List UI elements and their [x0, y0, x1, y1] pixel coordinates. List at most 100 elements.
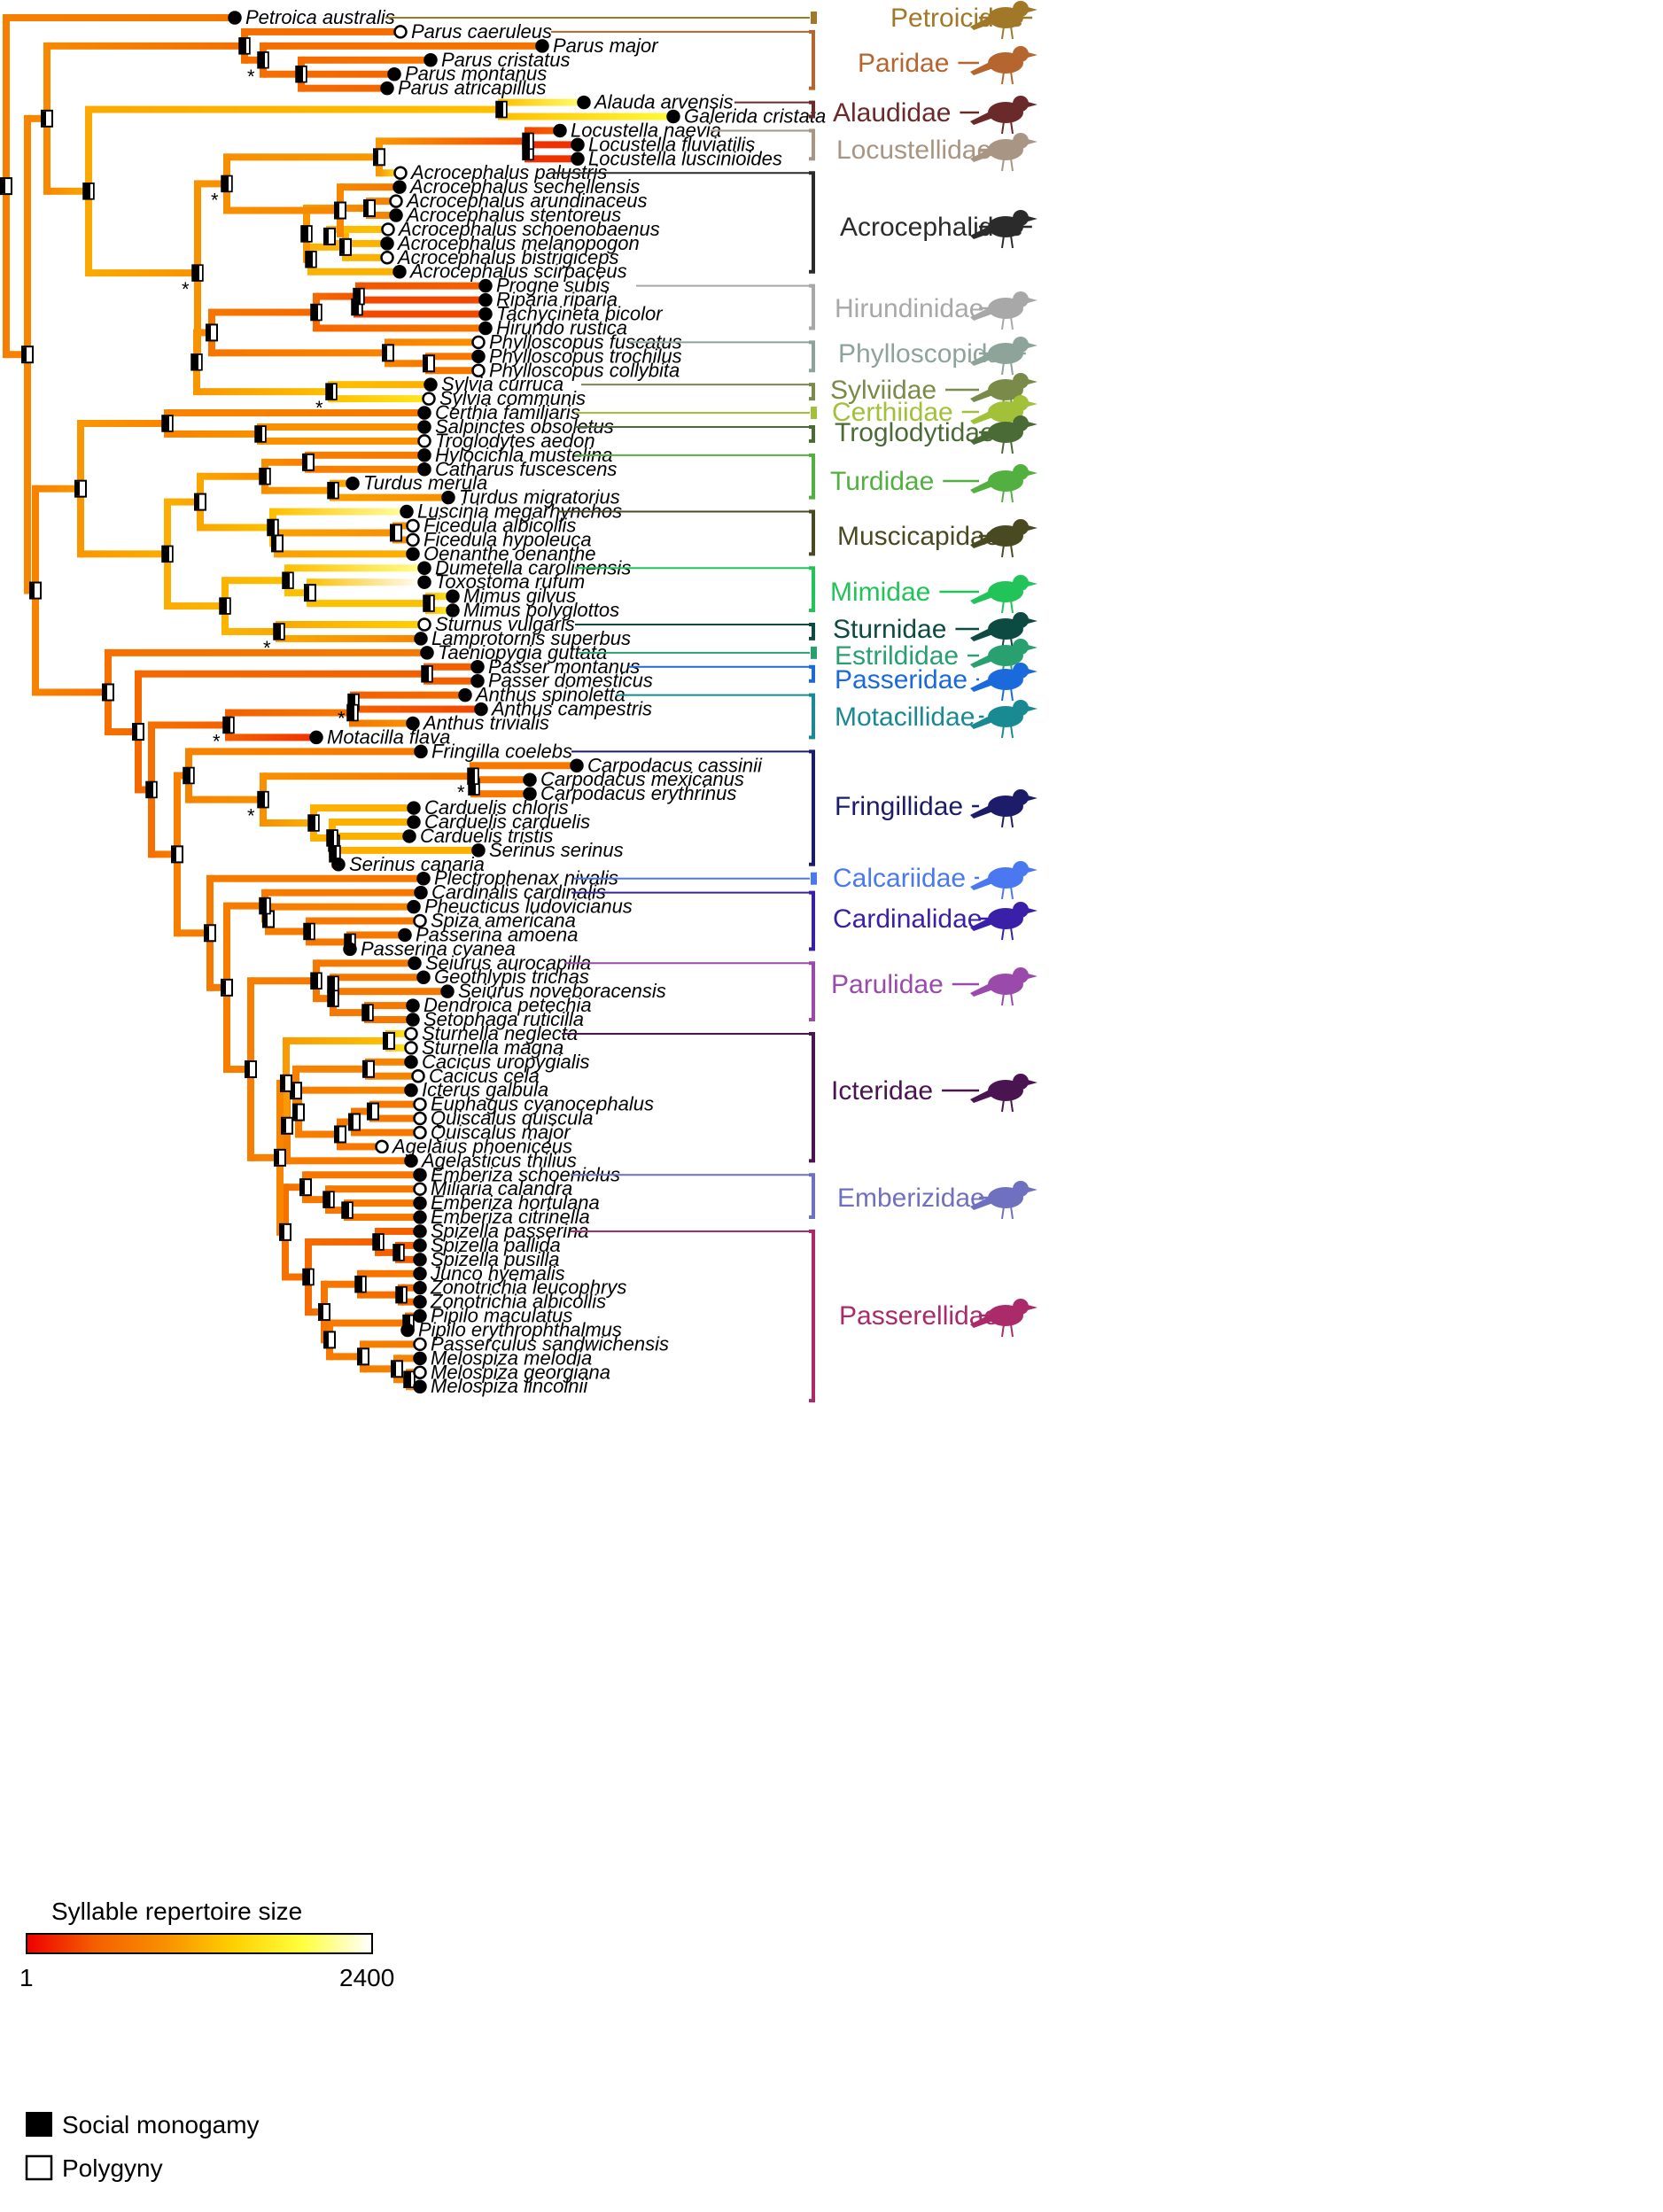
tip-marker	[413, 1210, 427, 1224]
tree-branch	[331, 395, 429, 403]
tree-branch	[301, 84, 387, 92]
taxon-tip: Melospiza georgiana	[413, 1361, 610, 1383]
taxon-tip: Junco hyemalis	[413, 1262, 565, 1285]
tip-marker	[413, 1125, 427, 1140]
bird-silhouette-icon	[970, 210, 1037, 249]
tree-branch	[388, 360, 429, 368]
taxon-label: Passerculus sandwichensis	[431, 1332, 669, 1354]
family-motacillidae: Motacillidae	[616, 693, 1037, 740]
taxon-tip: Sylvia communis	[422, 387, 586, 409]
tree-branch	[316, 959, 415, 967]
taxon-tip: Serinus serinus	[471, 839, 624, 861]
mating-system-marker	[292, 1103, 305, 1122]
tree-branch	[310, 600, 429, 608]
family-label: Cardinalidae	[833, 904, 982, 934]
family-sylviidae: Sylviidae	[581, 373, 1037, 412]
tree-branch	[316, 995, 333, 1003]
mating-system-marker	[190, 353, 203, 371]
taxon-tip: Zonotrichia leucophrys	[413, 1277, 626, 1299]
taxon-tip: Ficedula hypoleuca	[406, 528, 592, 550]
tree-branch	[296, 1065, 369, 1073]
taxon-tip: Melospiza melodia	[413, 1347, 592, 1369]
family-acrocephalidae: Acrocephalidae	[551, 171, 1037, 274]
taxon-tip: Phylloscopus collybita	[471, 359, 680, 381]
mating-system-marker	[382, 344, 394, 362]
tree-branch	[399, 1241, 420, 1249]
tree-branch	[265, 889, 421, 896]
taxon-tip: Motacilla flava	[309, 726, 450, 748]
taxon-label: Hirundo rustica	[496, 316, 627, 338]
significance-asterisk: *	[263, 637, 271, 659]
tree-branch	[227, 206, 340, 214]
tip-marker	[404, 1027, 418, 1041]
mating-system-marker	[383, 1031, 395, 1050]
tree-branch	[286, 1036, 389, 1044]
taxon-label: Geothlypis trichas	[434, 966, 589, 988]
tree-branch	[361, 1291, 401, 1299]
tree-branch	[260, 423, 424, 431]
tree-branch	[311, 268, 400, 276]
taxon-tip: Zonotrichia albicollis	[413, 1291, 606, 1313]
taxon-label: Spizella passerina	[431, 1220, 589, 1242]
taxon-label: Locustella fluviatilis	[588, 133, 755, 155]
taxon-label: Motacilla flava	[327, 726, 450, 748]
tree-branch	[197, 388, 331, 396]
tip-marker	[577, 95, 591, 110]
taxon-tip: Mimus polyglottos	[446, 599, 619, 621]
tip-marker	[417, 406, 431, 420]
family-phylloscopidae: Phylloscopidae	[629, 337, 1037, 376]
tip-marker	[478, 321, 493, 336]
tree-branch	[277, 529, 396, 537]
bird-silhouette-icon	[970, 291, 1037, 330]
tree-branch	[429, 607, 453, 615]
polygyny-swatch	[25, 2154, 53, 2181]
tree-branch	[310, 578, 424, 586]
taxon-label: Catharus fuscescens	[435, 458, 617, 480]
tree-branch	[167, 498, 200, 506]
taxon-tip: Quiscalus quiscula	[413, 1107, 593, 1129]
tree-branch	[347, 1214, 420, 1222]
tip-marker	[417, 434, 431, 448]
tip-marker	[417, 420, 431, 434]
tree-branch	[354, 1129, 420, 1137]
significance-asterisk: *	[211, 189, 219, 211]
taxon-tip: Galerida cristata	[666, 105, 826, 128]
taxon-label: Galerida cristata	[684, 105, 826, 128]
mating-system-marker	[367, 1102, 379, 1121]
mating-system-marker	[303, 922, 315, 941]
taxon-label: Parus major	[553, 35, 659, 57]
family-label: Locustellidae	[836, 136, 991, 165]
bird-silhouette-icon	[970, 1181, 1037, 1220]
colorbar-min: 1	[19, 1964, 34, 1991]
mating-system-marker	[219, 597, 231, 615]
taxon-label: Melospiza georgiana	[431, 1361, 610, 1383]
family-estrildidae: Estrildidae	[578, 639, 1037, 678]
taxon-tip: Fringilla coelebs	[414, 740, 572, 762]
tree-branch	[306, 1171, 420, 1179]
tip-marker	[389, 208, 403, 222]
family-label: Turdidae	[830, 467, 934, 496]
tree-branch	[528, 141, 578, 149]
tree-branch	[316, 292, 359, 300]
taxon-tip: Spizella passerina	[413, 1220, 589, 1242]
tip-marker	[571, 151, 585, 167]
tree-branch	[373, 1100, 420, 1108]
taxon-tip: Sturnus vulgaris	[417, 613, 575, 635]
tree-branch	[330, 225, 388, 233]
tree-branch	[198, 180, 227, 188]
mating-system-marker	[357, 1347, 369, 1366]
tree-branch	[427, 677, 478, 685]
taxon-tip: Spizella pusilla	[413, 1248, 560, 1270]
tree-branch	[200, 472, 265, 480]
tree-branch	[35, 688, 108, 696]
tip-marker	[570, 758, 584, 773]
tree-branch	[189, 796, 263, 803]
tree-branch	[354, 705, 481, 713]
tree-branch	[306, 1196, 329, 1204]
tree-branch	[333, 988, 447, 996]
taxon-label: Cacicus cela	[429, 1065, 540, 1087]
tree-branch	[329, 1185, 420, 1193]
taxon-tip: Sturnella magna	[404, 1036, 563, 1059]
